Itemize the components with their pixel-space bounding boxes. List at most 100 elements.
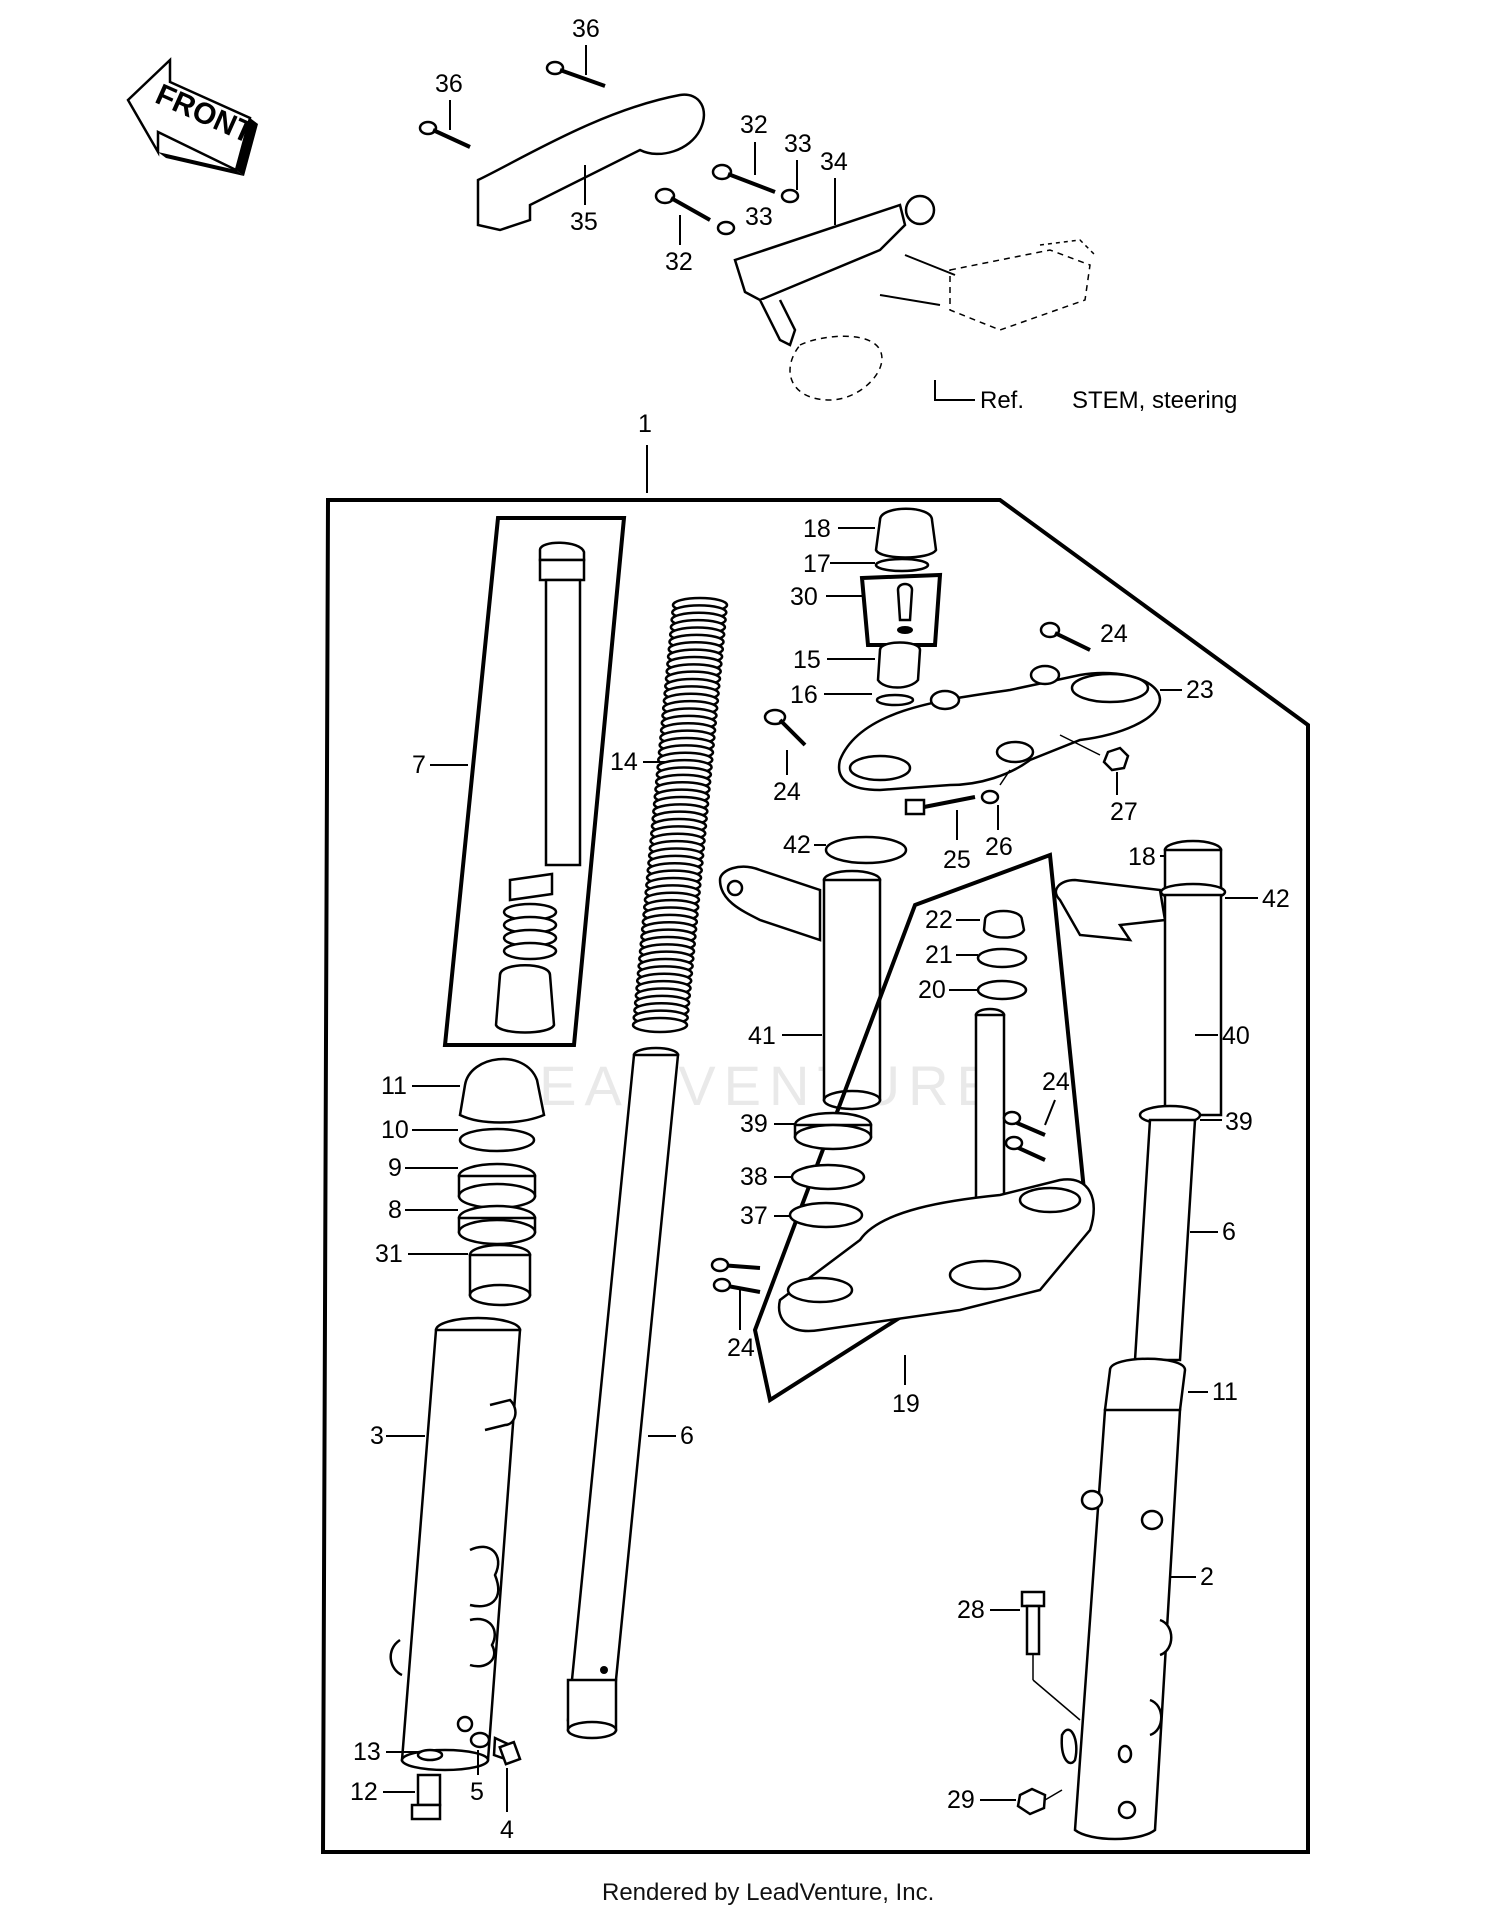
damper-kit-box (442, 516, 627, 1047)
callout-3: 3 (370, 1422, 384, 1450)
callout-26: 26 (985, 833, 1013, 861)
callout-30: 30 (790, 583, 818, 611)
callout-24-right-upper: 24 (1042, 1068, 1070, 1096)
callout-19: 19 (892, 1390, 920, 1418)
callout-42-right: 42 (1262, 885, 1290, 913)
callout-labels: 36 36 35 32 33 34 33 32 1 18 17 30 15 16… (350, 15, 1290, 1844)
callout-20: 20 (918, 976, 946, 1004)
bearing-stack-upper (976, 909, 1028, 1001)
rebound-spring-seat (508, 872, 554, 902)
bracket-plate-34 (733, 203, 907, 302)
inner-tube-6-right (1133, 1118, 1197, 1362)
callout-18-right: 18 (1128, 843, 1156, 871)
callout-36-top: 36 (572, 15, 600, 43)
callout-40: 40 (1222, 1022, 1250, 1050)
washer-33-lower (716, 220, 736, 236)
headlight-bracket-41 (718, 835, 908, 1111)
top-bracket-group: Ref. STEM, steering (418, 60, 1237, 414)
callout-42-left: 42 (783, 831, 811, 859)
callout-12: 12 (350, 1778, 378, 1806)
nut-29 (1016, 1787, 1047, 1816)
oil-lock-piece (494, 964, 556, 1034)
callout-24-clamp-left: 24 (773, 778, 801, 806)
spring-coil (631, 1016, 689, 1034)
callout-23: 23 (1186, 676, 1214, 704)
top-cap-group (859, 507, 943, 707)
ring-17 (874, 557, 930, 573)
air-valve-box-30 (859, 572, 943, 647)
screw-36-lower (418, 120, 471, 149)
callout-39-left: 39 (740, 1110, 768, 1138)
lower-triple-clamp (777, 1178, 1095, 1333)
bolt-28 (1020, 1590, 1081, 1721)
callout-22: 22 (925, 906, 953, 934)
callout-33-top: 33 (784, 130, 812, 158)
callout-16: 16 (790, 681, 818, 709)
gasket-13 (416, 1748, 444, 1762)
fork-spring-14 (631, 596, 729, 1034)
callout-1-assembly: 1 (638, 410, 652, 438)
headlight-bracket-right (1054, 878, 1167, 942)
steering-stem (777, 1007, 1095, 1333)
cap-18 (874, 507, 938, 559)
washer-8 (457, 1204, 537, 1246)
race-20 (976, 979, 1028, 1001)
oil-seal-9 (457, 1162, 537, 1210)
dust-seal-11 (458, 1057, 546, 1124)
callout-41: 41 (748, 1022, 776, 1050)
rebound-spring (502, 902, 558, 961)
callout-8: 8 (388, 1196, 402, 1224)
assembly-frame (320, 498, 1310, 1854)
allen-bolt-4 (469, 1731, 522, 1766)
bolt-24-clamp-left (763, 708, 807, 747)
callout-13: 13 (353, 1738, 381, 1766)
callout-4: 4 (500, 1816, 514, 1844)
nut-27 (1102, 746, 1130, 772)
bearing-39-left (793, 1111, 873, 1151)
callout-18-cap: 18 (803, 515, 831, 543)
upper-triple-clamp-23 (837, 664, 1162, 792)
seal-21 (976, 947, 1028, 969)
callout-34: 34 (820, 148, 848, 176)
callout-14: 14 (610, 748, 638, 776)
dust-seal-11-right (1103, 1357, 1187, 1419)
inner-tube-6-left (566, 1046, 680, 1740)
watermark-text: LEADVENTURE (500, 1054, 1002, 1117)
callout-25: 25 (943, 846, 971, 874)
callout-21: 21 (925, 941, 953, 969)
callout-5: 5 (470, 1778, 484, 1806)
bolt-24-lower-right (1002, 1110, 1046, 1162)
callout-38: 38 (740, 1163, 768, 1191)
fork-assembly-right (1054, 839, 1227, 1841)
damper-rod-7 (494, 541, 586, 1034)
callout-11-right: 11 (1212, 1378, 1238, 1406)
guide-bushing-31 (468, 1243, 532, 1307)
callout-2: 2 (1200, 1563, 1214, 1591)
screw-36-upper (545, 60, 606, 88)
callout-9: 9 (388, 1154, 402, 1182)
bolt-24-clamp-right (1039, 621, 1091, 652)
drain-screw-12 (410, 1748, 444, 1821)
washer-33-upper (780, 188, 800, 204)
callout-32-top: 32 (740, 111, 768, 139)
callout-37: 37 (740, 1202, 768, 1230)
callout-39-right: 39 (1225, 1108, 1253, 1136)
reference-label: STEM, steering (1072, 387, 1237, 414)
outer-tube-3 (389, 1316, 522, 1772)
plug-15 (876, 641, 922, 689)
callout-17: 17 (803, 550, 831, 578)
washer-26 (980, 789, 1000, 805)
footer-credit: Rendered by LeadVenture, Inc. (602, 1879, 934, 1906)
bracket-35 (476, 93, 706, 232)
bolt-32-lower (654, 187, 736, 236)
callout-24-lower-left: 24 (727, 1334, 755, 1362)
callout-29: 29 (947, 1786, 975, 1814)
callout-28: 28 (957, 1596, 985, 1624)
callout-31: 31 (375, 1240, 403, 1268)
reference-prefix: Ref. (980, 387, 1024, 414)
callout-7: 7 (412, 751, 426, 779)
retaining-ring-10 (458, 1127, 536, 1153)
seal-37 (788, 1201, 864, 1229)
front-arrow-icon: FRONT (126, 57, 258, 176)
